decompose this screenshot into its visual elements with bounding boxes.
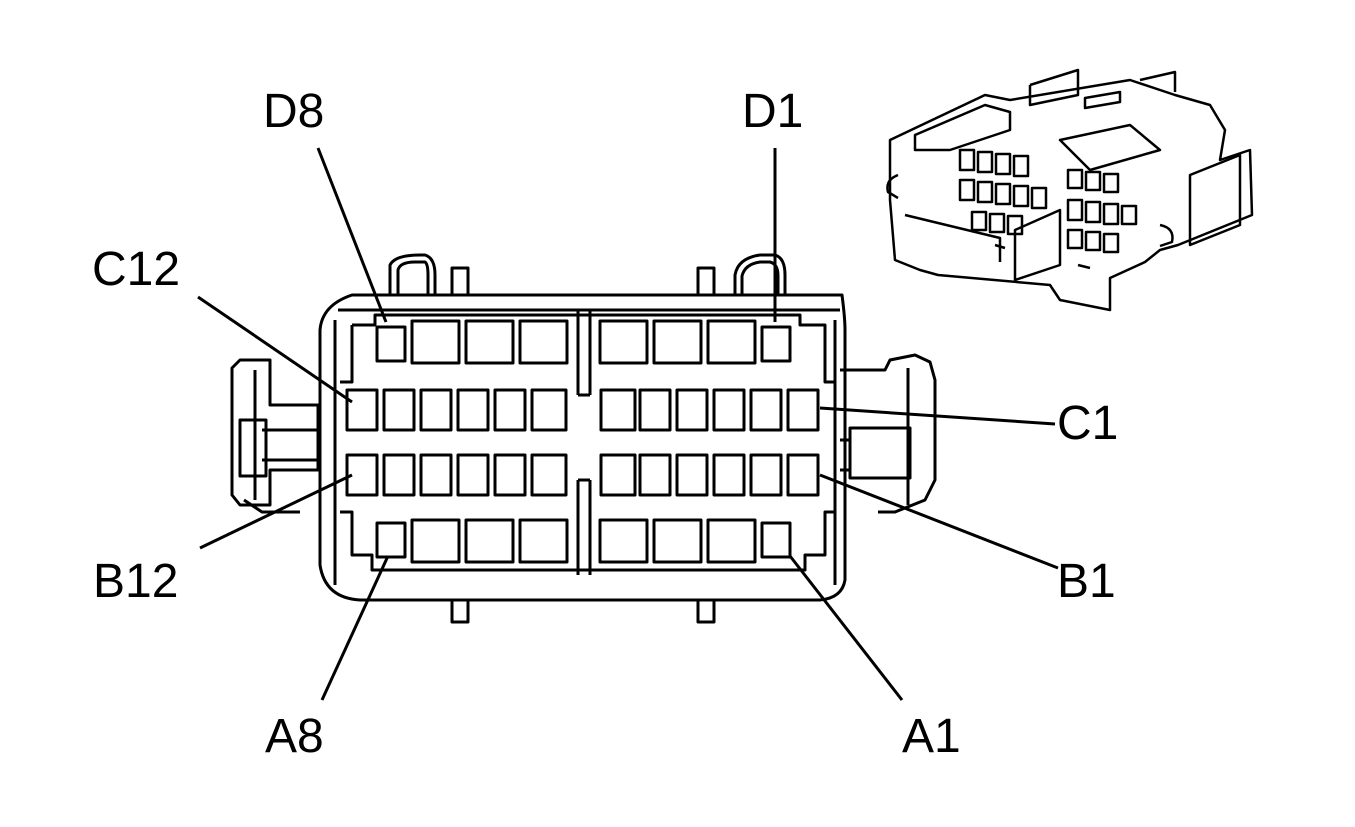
row-c-cavities <box>345 388 820 432</box>
leader-a1 <box>788 555 904 701</box>
leader-lines <box>197 147 1059 701</box>
row-b-cavities <box>345 453 820 497</box>
left-latch <box>230 358 320 514</box>
label-b12: B12 <box>93 555 179 608</box>
row-a-cavities <box>375 518 792 564</box>
leader-c1 <box>819 406 1056 426</box>
label-a1: A1 <box>902 710 961 763</box>
connector-housing <box>318 253 847 624</box>
label-d1: D1 <box>742 85 804 138</box>
label-c1: C1 <box>1057 397 1119 450</box>
connector-isometric-view <box>886 68 1254 312</box>
leader-b12 <box>199 473 353 550</box>
right-latch <box>840 353 937 514</box>
leader-a8 <box>320 555 390 701</box>
leader-b1 <box>819 473 1059 570</box>
leader-d8 <box>316 147 388 323</box>
label-c12: C12 <box>92 243 181 296</box>
row-d-cavities <box>375 319 792 365</box>
label-b1: B1 <box>1057 555 1116 608</box>
leader-c12 <box>197 295 353 404</box>
label-d8: D8 <box>263 85 325 138</box>
label-a8: A8 <box>265 710 324 763</box>
